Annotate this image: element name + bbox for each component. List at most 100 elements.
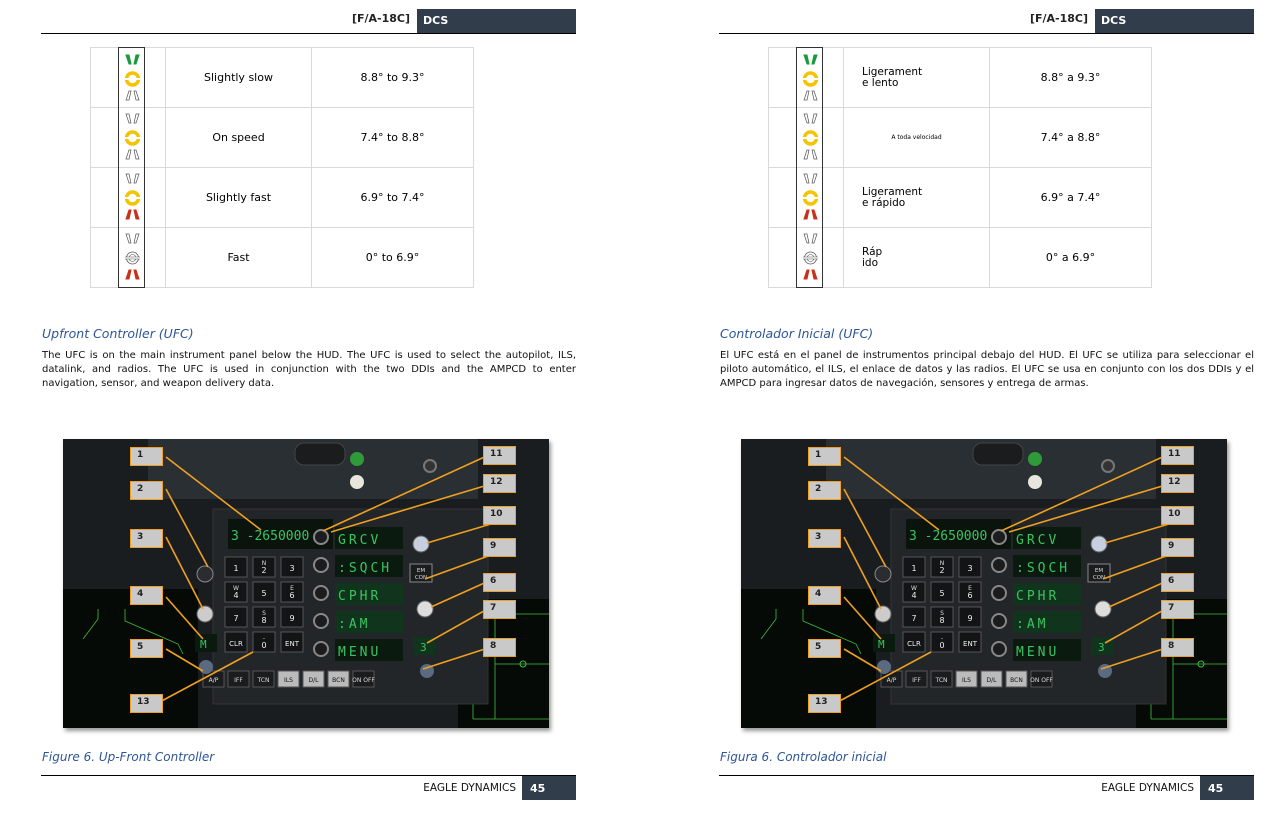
keypad-key-7 xyxy=(902,606,926,628)
svg-text:CLR: CLR xyxy=(907,640,921,648)
option-select-button xyxy=(991,613,1007,629)
callout-leader xyxy=(843,456,940,531)
callout-2: 2 xyxy=(808,481,841,500)
callout-8: 8 xyxy=(483,638,516,657)
aoa-range: 7.4° a 8.8° xyxy=(989,107,1152,168)
keypad-key-1 xyxy=(224,556,248,578)
callout-leader xyxy=(1000,453,1170,532)
aoa-label: Slightly fast xyxy=(165,167,312,228)
section-title: Controlador Inicial (UFC) xyxy=(720,326,874,341)
brightness-knob xyxy=(412,535,430,553)
function-button xyxy=(980,670,1003,688)
aoa-indexer-on-speed-yellow-icon xyxy=(118,107,145,168)
callout-9: 9 xyxy=(1161,538,1194,557)
scratchpad-display: 3 -2650000 xyxy=(909,529,987,544)
callout-leader xyxy=(155,651,254,705)
option-select-button xyxy=(991,557,1007,573)
comm1-volume-knob xyxy=(874,605,892,623)
option-display-window xyxy=(1013,527,1081,549)
option-display-text: :SQCH xyxy=(338,561,392,576)
svg-text:2: 2 xyxy=(261,566,266,575)
svg-text:7: 7 xyxy=(911,614,916,623)
keypad-key-0 xyxy=(930,631,954,653)
svg-text:W: W xyxy=(911,585,917,592)
green-indicator-light xyxy=(350,452,364,466)
option-display-text: MENU xyxy=(1016,645,1059,660)
green-indicator-light xyxy=(1028,452,1042,466)
callout-leader xyxy=(843,596,882,640)
adf-knob xyxy=(874,565,892,583)
callout-2: 2 xyxy=(130,481,163,500)
keypad-key-6 xyxy=(958,581,982,603)
callout-leader xyxy=(430,579,492,608)
callout-leader xyxy=(426,606,492,644)
bit-button xyxy=(1101,459,1115,473)
bit-button xyxy=(423,459,437,473)
option-display-text: GRCV xyxy=(1016,533,1059,548)
svg-text:0: 0 xyxy=(939,641,944,650)
aoa-icon-cell xyxy=(90,167,166,228)
section-body: The UFC is on the main instrument panel … xyxy=(42,350,576,389)
callout-1: 1 xyxy=(808,447,841,466)
option-display-window xyxy=(335,639,403,661)
svg-text:2: 2 xyxy=(939,566,944,575)
keypad-key-6 xyxy=(280,581,304,603)
callout-leader xyxy=(1008,483,1170,533)
comm2-volume-knob xyxy=(416,600,434,618)
svg-text:1: 1 xyxy=(911,564,916,573)
svg-text:CON: CON xyxy=(1093,575,1105,581)
keypad-key-8 xyxy=(252,606,276,628)
callout-leader xyxy=(330,483,492,533)
svg-text:1: 1 xyxy=(233,564,238,573)
svg-text:6: 6 xyxy=(289,591,294,600)
svg-text:5: 5 xyxy=(939,589,944,598)
page-number: 45 xyxy=(522,776,576,800)
callout-leader xyxy=(1100,646,1170,670)
aoa-range: 0° a 6.9° xyxy=(989,227,1152,288)
aoa-icon-cell xyxy=(768,47,844,108)
svg-text:S: S xyxy=(940,610,944,617)
option-display-window xyxy=(335,583,403,605)
keypad-key-clr xyxy=(902,631,926,653)
page-number: 45 xyxy=(1200,776,1254,800)
callout-10: 10 xyxy=(1161,506,1194,525)
option-display-text: GRCV xyxy=(338,533,381,548)
callout-4: 4 xyxy=(808,586,841,605)
footer-brand: EAGLE DYNAMICS xyxy=(423,782,516,794)
option-display-window xyxy=(335,555,403,577)
comm1-channel-display xyxy=(873,634,895,652)
header-model: [F/A-18C] xyxy=(1029,12,1088,25)
callout-leader xyxy=(426,523,492,544)
svg-text:3: 3 xyxy=(967,564,972,573)
keypad-key-ent xyxy=(280,631,304,653)
svg-text:TCN: TCN xyxy=(935,677,948,684)
keypad-key-4 xyxy=(224,581,248,603)
function-button xyxy=(302,670,325,688)
option-display-text: MENU xyxy=(338,645,381,660)
svg-text:IFF: IFF xyxy=(912,677,921,684)
aoa-icon-cell xyxy=(768,107,844,168)
svg-text:8: 8 xyxy=(939,616,944,625)
option-select-button xyxy=(991,585,1007,601)
svg-text:TCN: TCN xyxy=(257,677,270,684)
option-display-window xyxy=(1013,611,1081,633)
keypad-key-clr xyxy=(224,631,248,653)
svg-text:CLR: CLR xyxy=(229,640,243,648)
callout-11: 11 xyxy=(1161,446,1194,465)
option-display-window xyxy=(335,611,403,633)
option-select-button xyxy=(313,585,329,601)
em-con-button xyxy=(1087,563,1111,583)
header-tag: DCS xyxy=(417,9,576,33)
svg-text:W: W xyxy=(233,585,239,592)
function-button xyxy=(1005,670,1028,688)
option-display-text: :SQCH xyxy=(1016,561,1070,576)
